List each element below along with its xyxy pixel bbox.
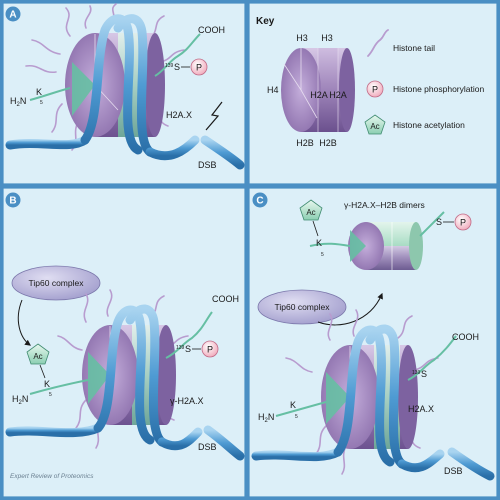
lys2-c: K <box>290 400 296 410</box>
key-panel: Key H3 H3 H4 H2A H2A H2B H2B Histone tai… <box>248 2 498 185</box>
ser-b: S <box>185 344 191 354</box>
lys-num-c: 5 <box>321 252 324 258</box>
key-tail-icon <box>367 29 389 57</box>
key-h2b-left: H2B <box>296 138 314 148</box>
dimer-c <box>348 222 423 270</box>
h2ax-tail-c <box>407 335 457 381</box>
h2n-b: H2N <box>12 394 28 406</box>
lys-num-a: 5 <box>40 100 43 106</box>
phospho-c <box>454 213 472 231</box>
h2n-a: H2N <box>10 96 26 108</box>
phospho-a-label: P <box>196 63 202 73</box>
panel-c-badge <box>252 192 268 208</box>
complex-arrow-b <box>17 299 31 346</box>
ser-num-c: 139 <box>412 370 421 376</box>
ser-num-b: 139 <box>176 345 185 351</box>
panel-b: B Tip60 complex <box>2 187 246 498</box>
h2n-c: H2N <box>258 412 274 424</box>
key-phospho-icon <box>366 80 384 98</box>
n-tail-b <box>29 379 89 395</box>
key-h3-left: H3 <box>296 33 308 43</box>
dna-b <box>5 304 245 461</box>
dsb-bolt-a <box>205 101 223 131</box>
dsb-b: DSB <box>198 442 217 452</box>
acetyl-c-label: Ac <box>306 208 315 217</box>
key-h2b-right: H2B <box>319 138 337 148</box>
nucleosome-c <box>321 345 418 449</box>
key-phospho-symbol: P <box>372 85 378 95</box>
dna-c <box>251 324 495 481</box>
h2ax-tail-a <box>154 33 201 77</box>
phospho-b <box>201 340 219 358</box>
panel-c-letter: C <box>256 196 263 207</box>
tip60-complex-b-label: Tip60 complex <box>29 278 85 288</box>
dsb-a: DSB <box>198 160 217 170</box>
key-h3-right: H3 <box>321 33 333 43</box>
tip60-complex-b <box>11 265 101 301</box>
ser-a: S <box>174 62 180 72</box>
dimer-tail-left <box>309 242 351 247</box>
h2ax-tail-b <box>165 311 213 359</box>
key-acetyl-symbol: Ac <box>370 122 379 131</box>
key-acetyl-icon <box>364 114 386 135</box>
ser-c: S <box>436 217 442 227</box>
acetyl-b-label: Ac <box>33 352 42 361</box>
lys-num-b: 5 <box>49 392 52 398</box>
key-h4: H4 <box>267 85 279 95</box>
panel-b-letter: B <box>9 196 16 207</box>
cooh-b: COOH <box>212 294 239 304</box>
h2ax-a: H2A.X <box>166 110 192 120</box>
complex-arrow-c <box>317 292 383 326</box>
panel-a: A <box>2 2 246 185</box>
key-h2a-left: H2A <box>310 90 328 100</box>
dna-a <box>5 14 245 170</box>
ser-num-a: 139 <box>165 63 174 69</box>
panel-b-badge <box>5 192 21 208</box>
n-tail-a <box>29 87 71 101</box>
cooh-a: COOH <box>198 25 225 35</box>
phospho-c-label: P <box>460 218 466 228</box>
key-title: Key <box>256 16 275 27</box>
lys2-num-c: 5 <box>295 414 298 420</box>
phospho-b-label: P <box>207 345 213 355</box>
nucleosome-b <box>82 325 176 425</box>
tip60-complex-c-label: Tip60 complex <box>275 302 331 312</box>
panel-c: C γ-H2A.X–H2B dimers Ac K 5 S P Tip60 co… <box>248 187 498 498</box>
key-nucleosome <box>281 48 355 132</box>
key-item-tail: Histone tail <box>393 43 435 53</box>
dsb-c: DSB <box>444 466 463 476</box>
h2ax-c: H2A.X <box>408 404 434 414</box>
dimers-label: γ-H2A.X–H2B dimers <box>344 200 425 210</box>
key-h2a-right: H2A <box>329 90 347 100</box>
key-item-phospho: Histone phosphorylation <box>393 84 484 94</box>
n-tail-c <box>275 401 327 417</box>
key-item-acetyl: Histone acetylation <box>393 120 465 130</box>
ser2-c: S <box>421 369 427 379</box>
nucleosome-a <box>65 33 165 137</box>
phospho-a <box>190 58 208 76</box>
lys-c: K <box>316 238 322 248</box>
panel-a-badge <box>5 6 21 22</box>
lys-a: K <box>36 87 42 97</box>
tip60-complex-c <box>257 289 347 325</box>
panel-a-letter: A <box>9 10 16 21</box>
credit-b: Expert Review of Proteomics <box>10 473 94 480</box>
cooh-c: COOH <box>452 332 479 342</box>
dimer-tail-right <box>419 211 445 237</box>
acetyl-b <box>26 343 50 365</box>
gh2ax-b: γ-H2A.X <box>170 396 204 406</box>
lys-b: K <box>44 379 50 389</box>
acetyl-c <box>299 199 323 221</box>
